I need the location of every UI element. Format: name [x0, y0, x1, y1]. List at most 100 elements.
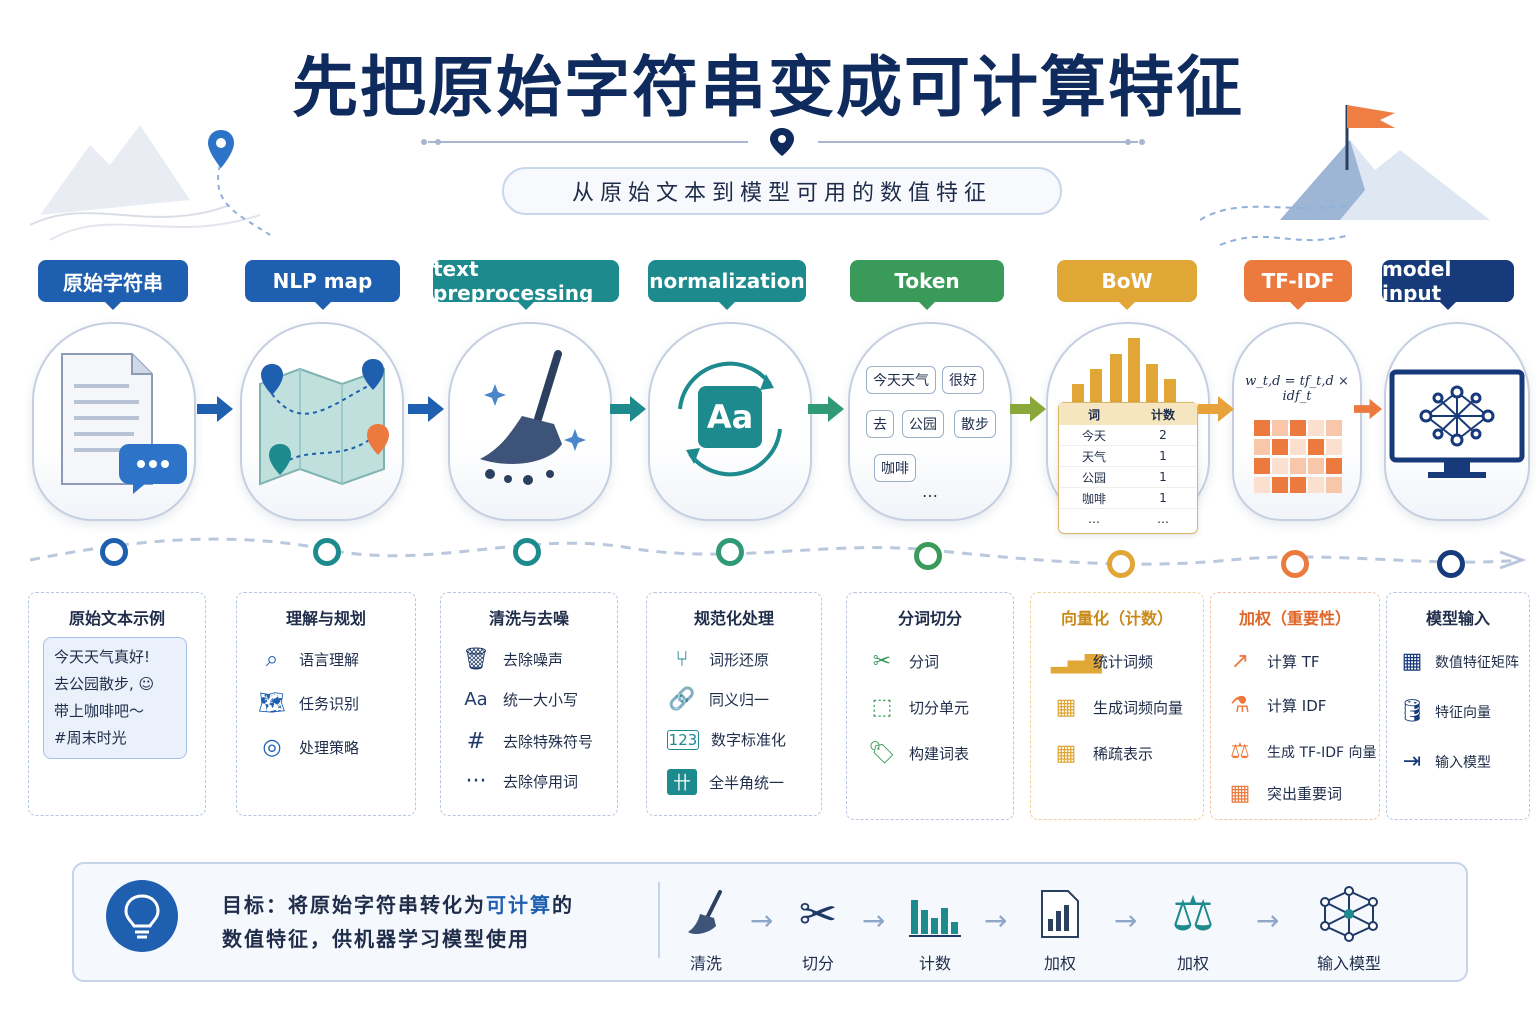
scale-icon: ⚖	[1230, 739, 1250, 764]
grid-icon: ▦	[1055, 741, 1077, 766]
bar-chart-icon	[880, 884, 990, 944]
lightbulb-icon	[106, 880, 178, 952]
case-normalize-icon: Aa	[678, 361, 782, 477]
tag-icon: 🏷	[868, 741, 896, 766]
list-item: ⑂ 词形还原	[667, 647, 769, 672]
flask-icon: ⚗	[1230, 693, 1250, 718]
stage-bubble-nlp-map	[240, 322, 404, 521]
stage-tab-tfidf: TF-IDF	[1244, 260, 1352, 310]
broom-icon	[651, 884, 761, 944]
number-icon: 123	[667, 729, 699, 750]
broom-icon	[480, 350, 586, 485]
token-chip: 散步	[954, 410, 996, 438]
table-cell: 1	[1159, 470, 1167, 484]
flow-arrow-icon	[1354, 398, 1382, 420]
list-item: ▦生成词频向量	[1051, 695, 1183, 720]
bow-header-word: 词	[1087, 407, 1100, 422]
trash-icon: 🗑	[462, 647, 490, 672]
scale-icon: ⚖	[1171, 886, 1215, 942]
table-cell: 2	[1159, 428, 1167, 442]
list-item: ⇥输入模型	[1397, 749, 1491, 774]
list-item: ⚖ 生成 TF-IDF 向量	[1225, 739, 1377, 764]
item-label: 统计词频	[1093, 653, 1154, 671]
map-icon	[259, 359, 389, 486]
card-title: 分词切分	[897, 609, 962, 628]
timeline-node	[313, 538, 341, 566]
item-label: 去除停用词	[503, 773, 579, 791]
stage-tab-label: NLP map	[272, 269, 373, 293]
branch-icon: ⑂	[675, 647, 689, 672]
item-label: 生成 TF-IDF 向量	[1267, 744, 1377, 761]
card-understand-plan: 理解与规划 ⌕语言理解 🗺任务识别 ◎处理策略	[236, 592, 416, 816]
stage-tab-model-input: model input	[1382, 257, 1514, 310]
subtitle-text: 从原始文本到模型可用的数值特征	[571, 181, 992, 206]
bar-chart-icon	[1072, 338, 1176, 404]
item-label: 统一大小写	[503, 691, 579, 709]
flow-step-label: 输入模型	[1316, 954, 1381, 973]
timeline-node	[1437, 550, 1465, 578]
timeline-path	[30, 537, 1527, 570]
list-item: 🗑去除噪声	[461, 647, 563, 672]
item-label: 构建词表	[909, 745, 970, 763]
monitor-network-icon	[1389, 369, 1525, 478]
matrix-icon: ▦	[1401, 649, 1423, 674]
stage-tab-label: text preprocessing	[433, 257, 594, 305]
trend-up-icon: ↗	[1230, 649, 1250, 674]
goal-divider	[658, 882, 660, 958]
item-label: 去除特殊符号	[503, 733, 594, 751]
item-label: 突出重要词	[1267, 785, 1343, 803]
grid-icon: ▦	[1229, 781, 1251, 806]
token-ellipsis: …	[922, 482, 938, 501]
flow-arrow-icon	[1198, 396, 1234, 422]
map-icon: 🗺	[258, 691, 286, 716]
goal-prefix: 目标：将原始字符串转化为	[222, 893, 486, 917]
arrow-right-icon: →	[750, 904, 774, 937]
card-title: 模型输入	[1425, 609, 1490, 628]
token-chip: 咖啡	[874, 454, 916, 482]
stage-bubble-raw-string	[32, 322, 196, 521]
flow-step-label: 清洗	[689, 954, 722, 973]
stage-tab-text-preprocessing: text preprocessing	[433, 257, 619, 310]
goal-suffix: 的	[552, 893, 574, 917]
example-line: 今天天气真好!	[54, 648, 151, 666]
stage-tab-raw-string: 原始字符串	[38, 260, 188, 310]
flow-step-split: ✂ 切分	[763, 884, 873, 974]
arrow-right-icon: →	[984, 904, 1008, 937]
list-item: 卄全半角统一	[667, 769, 784, 795]
card-weighting: 加权（重要性） ↗计算 TF ⚗计算 IDF ⚖生成 TF-IDF 向量 ▦突出…	[1210, 592, 1380, 820]
arrow-right-icon: →	[1256, 904, 1280, 937]
search-icon: ⌕	[265, 647, 279, 672]
stage-tab-label: BoW	[1101, 269, 1153, 293]
stage-tab-label: Token	[894, 269, 960, 293]
timeline-node	[716, 538, 744, 566]
table-cell: 咖啡	[1081, 491, 1106, 506]
item-label: 同义归一	[709, 691, 770, 709]
item-label: 任务识别	[299, 695, 360, 713]
item-label: 数值特征矩阵	[1435, 654, 1519, 671]
card-model-input: 模型输入 ▦数值特征矩阵 🛢特征向量 ⇥输入模型	[1386, 592, 1530, 820]
stage-bubble-token: 今天天气 很好 去 公园 散步 咖啡 …	[848, 322, 1012, 521]
example-line: 去公园散步, ☺	[54, 675, 155, 693]
select-box-icon: ⬚	[871, 695, 893, 720]
item-label: 分词	[909, 653, 940, 671]
stage-tab-token: Token	[850, 260, 1004, 310]
database-icon: 🛢	[1398, 699, 1426, 724]
card-title: 向量化（计数）	[1060, 609, 1173, 628]
card-title: 规范化处理	[693, 609, 774, 628]
flow-step-model-input: 输入模型	[1294, 884, 1404, 974]
case-icon: Aa	[464, 689, 488, 710]
stage-tab-normalization: normalization	[648, 260, 806, 310]
flow-step-weight-doc: 加权	[1005, 884, 1115, 974]
flow-step-weight-scale: ⚖ 加权	[1138, 884, 1248, 974]
goal-line-2: 数值特征，供机器学习模型使用	[222, 927, 530, 951]
card-title: 理解与规划	[285, 609, 366, 628]
bow-header-count: 计数	[1150, 407, 1175, 422]
flow-arrow-icon	[1010, 396, 1046, 422]
example-line: 带上咖啡吧～	[54, 702, 145, 720]
list-item: #去除特殊符号	[461, 729, 593, 754]
item-label: 词形还原	[709, 651, 770, 669]
item-label: 计算 IDF	[1267, 697, 1327, 715]
timeline-node	[914, 542, 942, 570]
weight-heatmap-icon	[1254, 420, 1342, 493]
list-item: 🔗同义归一	[667, 687, 769, 712]
